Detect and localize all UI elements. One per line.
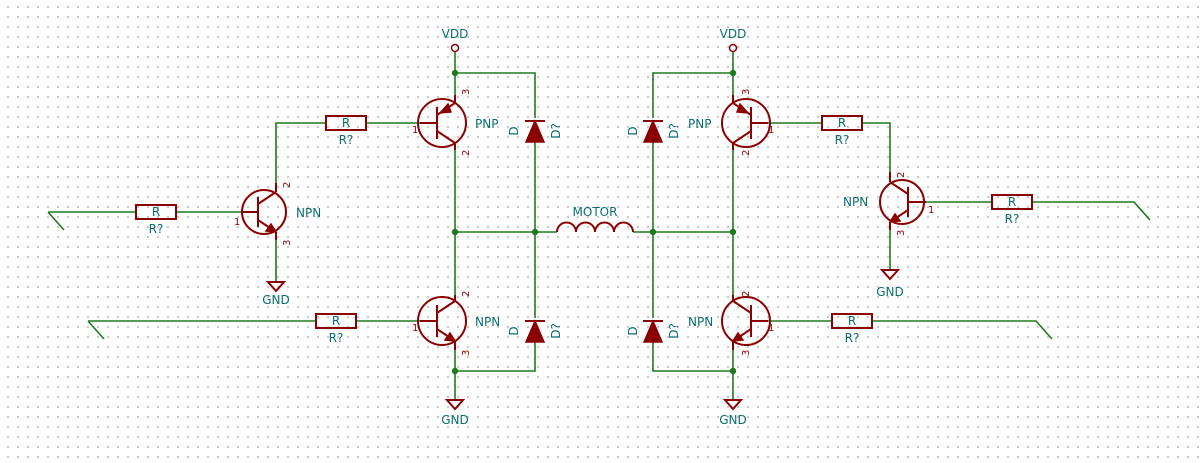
pin-number: 2 <box>896 172 907 178</box>
pin-number: 3 <box>282 240 293 246</box>
transistor-type-label: NPN <box>688 315 713 329</box>
transistor-type-label: NPN <box>296 206 321 220</box>
resistor-left-pnp-base: R R? <box>325 115 367 147</box>
motor-label: MOTOR <box>573 205 618 219</box>
resistor-ref: R? <box>835 133 850 147</box>
transistor-type-label: PNP <box>475 117 498 131</box>
pin-number: 1 <box>412 125 418 136</box>
transistor-npn-right-input: 1 2 3 NPN <box>843 172 934 236</box>
diode-ref: D? <box>549 323 563 339</box>
vdd-label: VDD <box>442 27 469 41</box>
wire-left-vdd <box>454 52 536 118</box>
gnd-label: GND <box>262 293 290 307</box>
resistor-ref: R? <box>339 133 354 147</box>
pin-number: 3 <box>896 230 907 236</box>
wire-right-pnp-to-resistor <box>768 122 891 172</box>
pin-number: 1 <box>412 323 418 334</box>
motor-inductor: MOTOR <box>556 205 634 233</box>
pin-number: 2 <box>461 291 472 297</box>
junction-dot <box>729 228 737 236</box>
pin-number: 3 <box>741 350 752 356</box>
wires <box>47 52 1151 400</box>
gnd-left-leg: GND <box>441 399 469 427</box>
resistor-value: R <box>342 116 350 130</box>
junction-dot <box>451 69 459 77</box>
wire-left-leg-bottom <box>454 342 536 400</box>
gnd-left-input: GND <box>262 281 290 307</box>
pin-number: 2 <box>741 150 752 156</box>
resistor-ref: R? <box>149 222 164 236</box>
transistor-type-label: NPN <box>475 315 500 329</box>
pin-number: 3 <box>461 89 472 95</box>
diode-ref: D? <box>549 123 563 139</box>
resistor-ref: R? <box>1005 212 1020 226</box>
wire-left-resistor-to-pnp <box>275 122 420 183</box>
resistor-value: R <box>152 205 160 219</box>
transistor-type-label: NPN <box>843 195 868 209</box>
wire-left-input-bottom <box>87 320 420 340</box>
pin-number: 3 <box>741 89 752 95</box>
junction-dot <box>451 228 459 236</box>
wire-right-leg-bottom <box>652 342 734 400</box>
resistor-ref: R? <box>845 331 860 345</box>
gnd-label: GND <box>441 413 469 427</box>
diode-value: D <box>626 326 640 335</box>
pin-number: 3 <box>461 350 472 356</box>
wire-right-vdd <box>652 52 734 118</box>
transistor-pnp-left-high: 1 3 2 PNP <box>412 89 498 156</box>
pin-number: 1 <box>768 125 774 136</box>
gnd-right-input: GND <box>876 269 904 299</box>
resistor-value: R <box>1008 195 1016 209</box>
resistor-ref: R? <box>329 331 344 345</box>
junction-dot <box>531 228 539 236</box>
resistor-left-input-top: R R? <box>135 204 177 236</box>
gnd-label: GND <box>876 285 904 299</box>
transistor-npn-left-input: 1 2 3 NPN <box>234 182 321 246</box>
transistor-pnp-right-high: 1 3 2 PNP <box>688 89 774 156</box>
wire-left-input-top <box>47 211 242 231</box>
diode-value: D <box>507 126 521 135</box>
wire-right-input-bottom <box>768 320 1053 340</box>
junction-dot <box>649 228 657 236</box>
wire-right-input-top <box>926 201 1151 221</box>
junction-dot <box>729 367 737 375</box>
resistor-right-input-top: R R? <box>991 194 1033 226</box>
pin-number: 1 <box>768 323 774 334</box>
diode-value: D <box>626 126 640 135</box>
pin-number: 1 <box>234 217 240 228</box>
diode-left-low: D D? <box>507 319 563 343</box>
pin-number: 2 <box>461 150 472 156</box>
resistor-right-pnp-base: R R? <box>821 115 863 147</box>
diode-left-high: D D? <box>507 119 563 143</box>
gnd-label: GND <box>719 413 747 427</box>
vdd-label: VDD <box>720 27 747 41</box>
transistor-type-label: PNP <box>688 117 711 131</box>
diode-ref: D? <box>667 123 681 139</box>
transistor-npn-right-low: 1 2 3 NPN <box>688 291 774 356</box>
resistor-value: R <box>332 314 340 328</box>
vdd-right: VDD <box>720 27 747 53</box>
pin-number: 2 <box>282 182 293 188</box>
diode-right-high: D D? <box>626 119 681 143</box>
vdd-left: VDD <box>442 27 469 53</box>
transistor-npn-left-low: 1 2 3 NPN <box>412 291 500 356</box>
pin-number: 1 <box>928 205 934 216</box>
junction-dot <box>729 69 737 77</box>
pin-number: 2 <box>741 291 752 297</box>
wire-right-leg-mid <box>633 142 734 318</box>
junctions <box>451 69 737 375</box>
resistor-left-input-bottom: R R? <box>315 313 357 345</box>
resistor-value: R <box>848 314 856 328</box>
diode-ref: D? <box>667 323 681 339</box>
resistor-right-input-bottom: R R? <box>831 313 873 345</box>
junction-dot <box>451 367 459 375</box>
diode-value: D <box>507 326 521 335</box>
resistor-value: R <box>838 116 846 130</box>
diode-right-low: D D? <box>626 319 681 343</box>
gnd-right-leg: GND <box>719 399 747 427</box>
